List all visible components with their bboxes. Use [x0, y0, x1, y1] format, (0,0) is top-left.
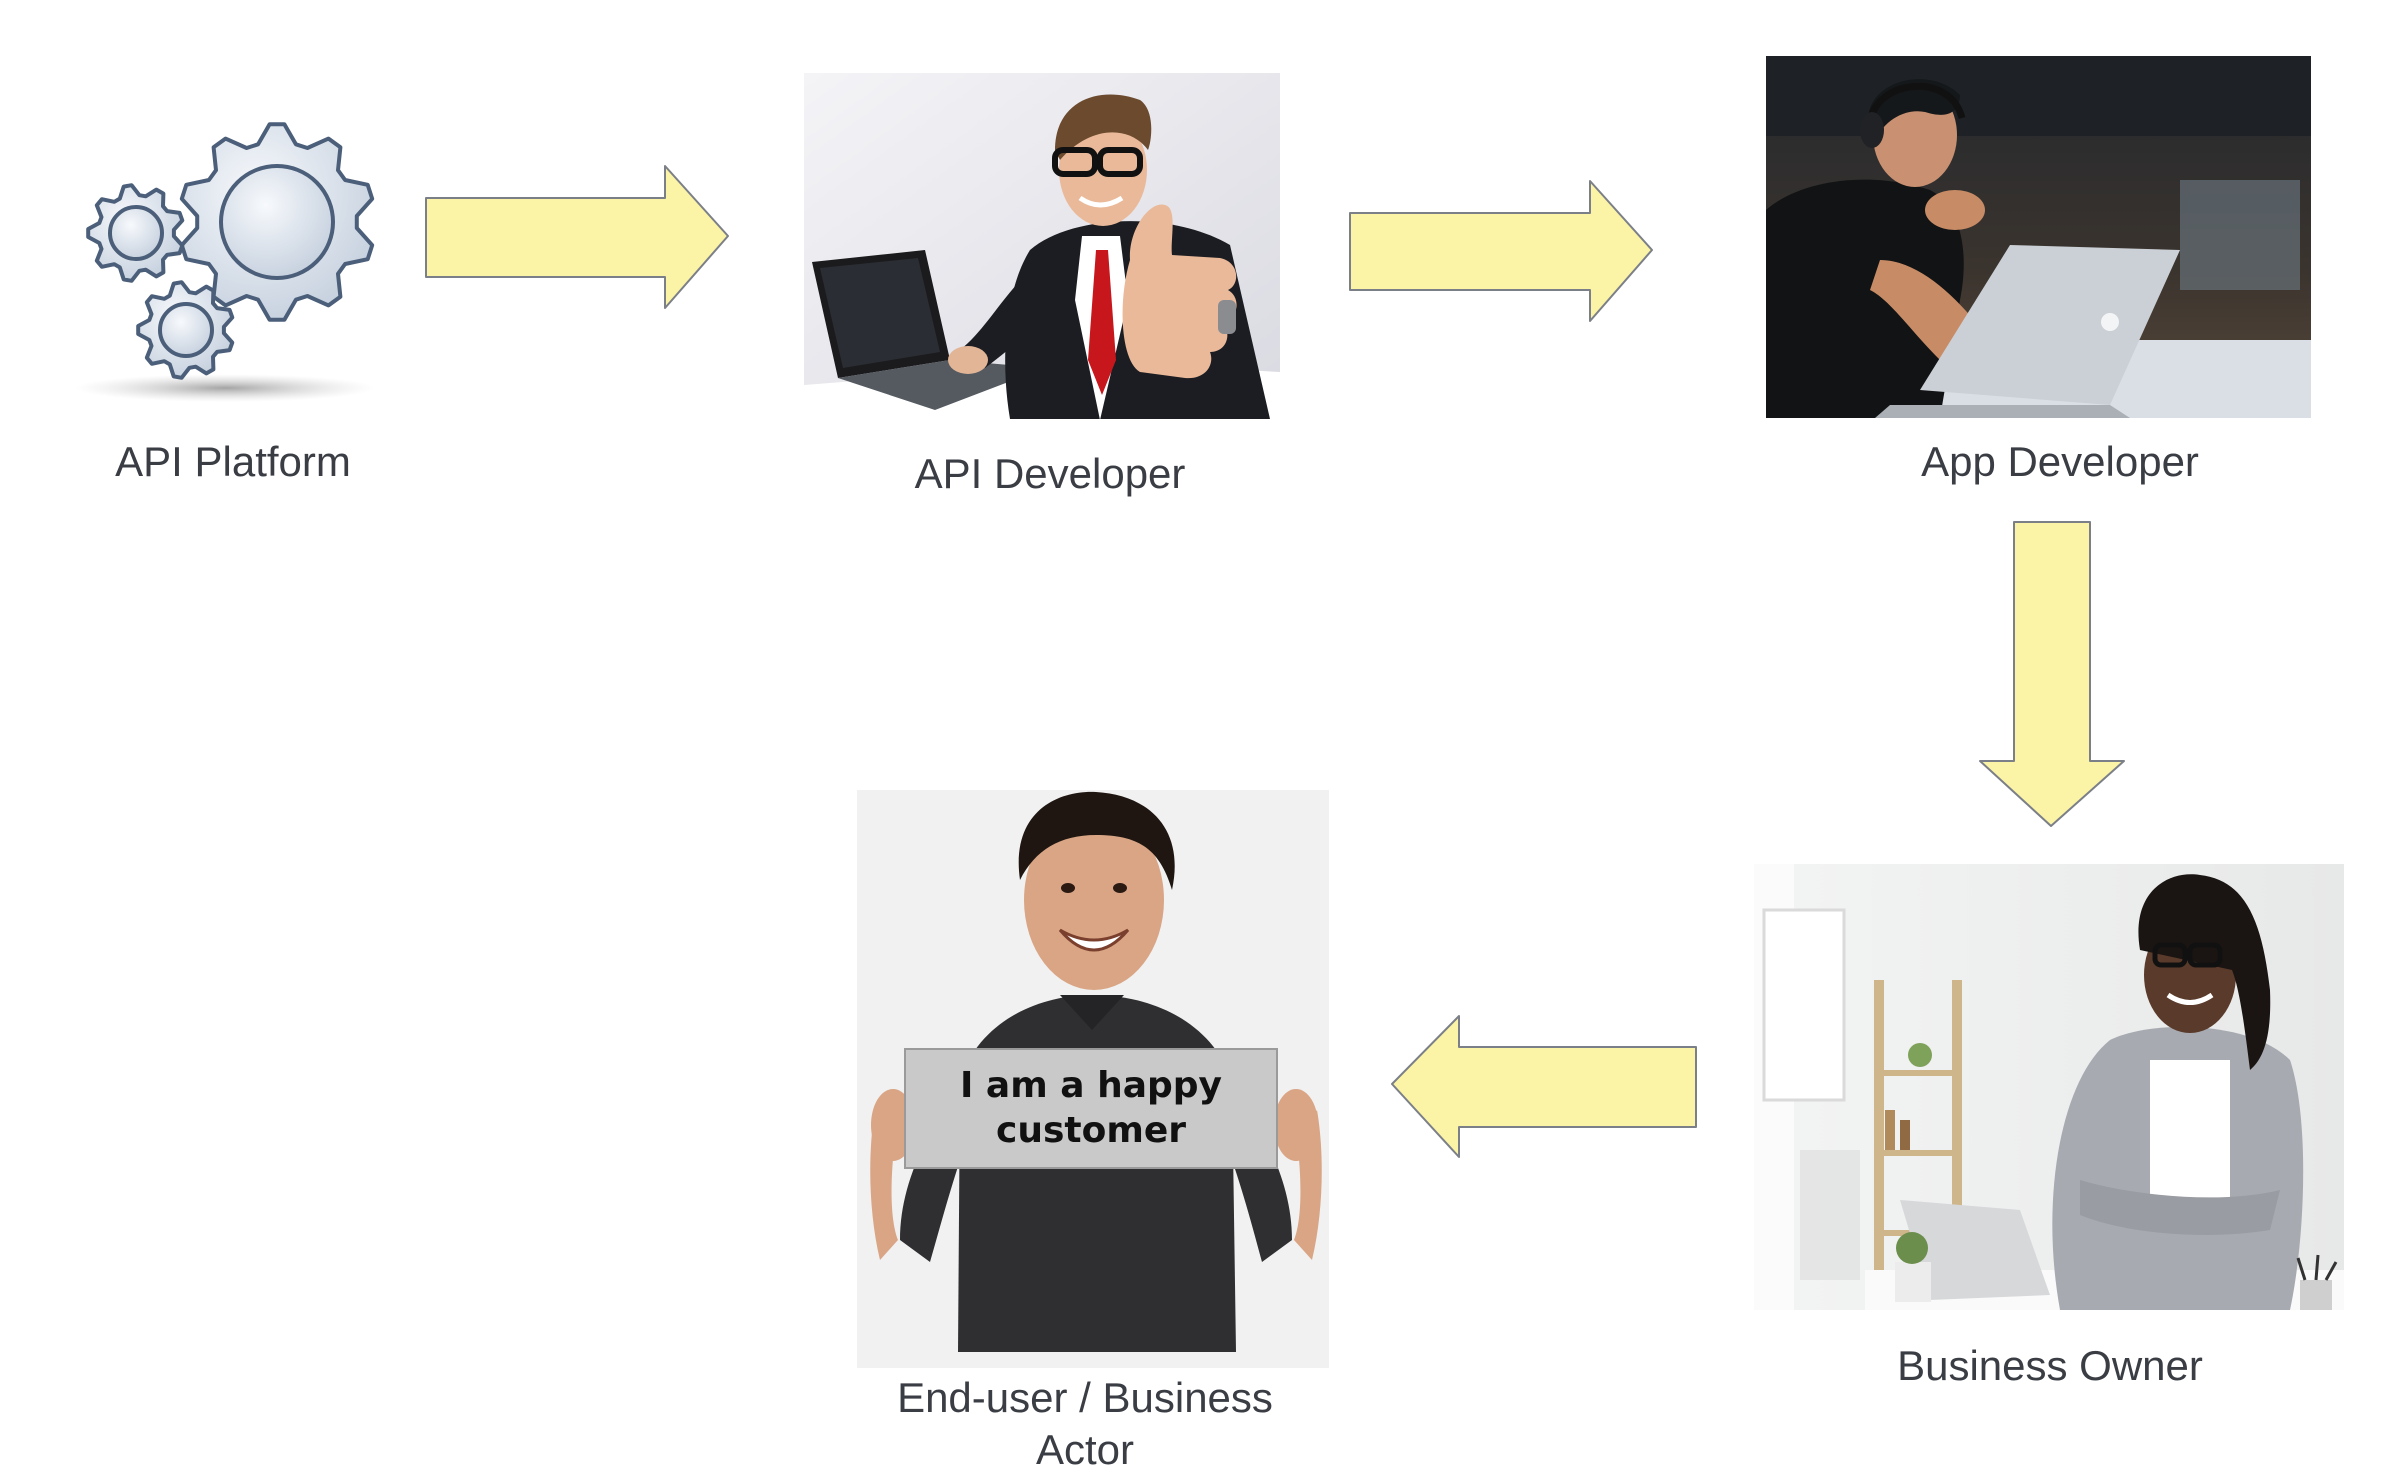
end-user-photo: I am a happy customer — [857, 790, 1329, 1368]
gear-bottom-hub — [158, 302, 214, 358]
end-user-label: End-user / Business Actor — [897, 1374, 1273, 1473]
business-owner-label: Business Owner — [1897, 1342, 2203, 1389]
arrow-app-developer-to-business-owner — [1979, 521, 2125, 827]
sign-line-2: customer — [996, 1110, 1186, 1151]
happy-customer-sign — [904, 1048, 1278, 1169]
gear-left-hub — [108, 205, 164, 261]
app-developer-label: App Developer — [1921, 438, 2199, 485]
arrow-api-developer-to-app-developer — [1349, 180, 1653, 322]
arrow-business-owner-to-end-user — [1391, 1015, 1697, 1158]
sign-line-1: I am a happy — [960, 1065, 1222, 1106]
gear-big-hub — [219, 164, 335, 280]
gears-shadow — [75, 374, 375, 402]
app-developer-photo — [1766, 56, 2311, 418]
gears-icon — [75, 122, 375, 402]
api-developer-label: API Developer — [914, 450, 1186, 497]
api-platform-label: API Platform — [115, 438, 351, 485]
arrow-platform-to-api-developer — [425, 165, 729, 309]
api-developer-photo — [804, 73, 1280, 420]
business-owner-photo — [1754, 864, 2344, 1310]
